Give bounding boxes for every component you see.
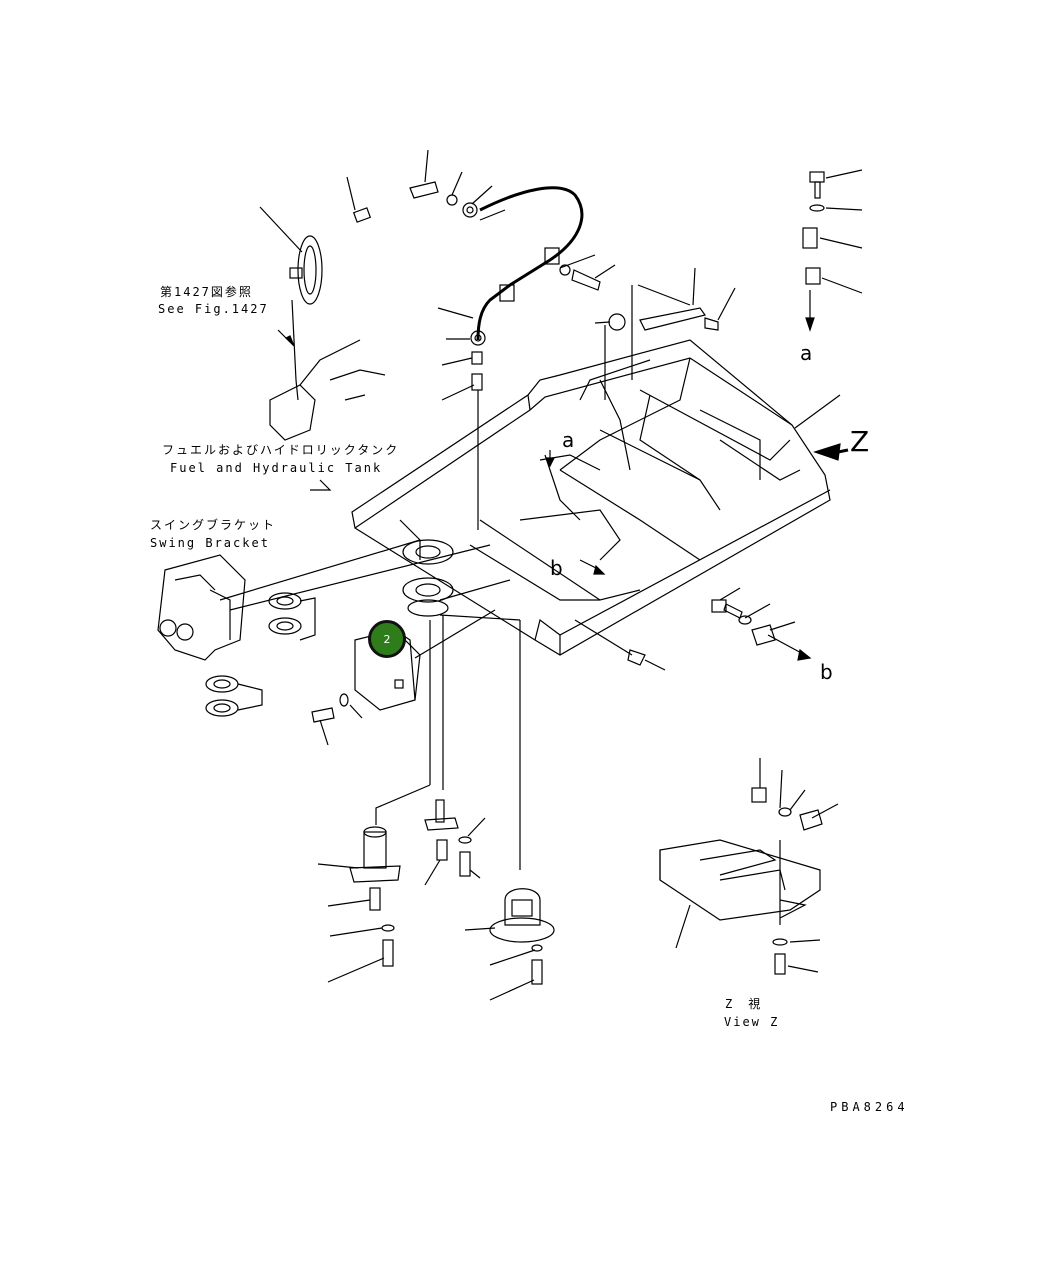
washers [205, 592, 316, 717]
pin-stack-a [794, 169, 863, 429]
cover-plate [637, 267, 736, 331]
marker-b-right: b [820, 660, 833, 684]
fuel-tank-jp: フュエルおよびハイドロリックタンク [162, 443, 400, 457]
hose-assembly [346, 149, 633, 530]
bolt-set-b [574, 587, 812, 671]
tank-bracket [269, 299, 386, 491]
fuel-tank-en: Fuel and Hydraulic Tank [170, 461, 383, 475]
see-fig-jp: 第1427図参照 [160, 285, 253, 299]
marker-a-top: a [800, 341, 813, 365]
view-z-en: View Z [724, 1015, 780, 1029]
marker-z: Z [850, 425, 870, 458]
mirror-part [259, 206, 323, 305]
marker-a-frame: a [562, 428, 575, 452]
main-frame [351, 339, 831, 656]
swing-bracket [157, 554, 246, 661]
swivel-joints [375, 539, 521, 870]
drawing-code: PBA8264 [830, 1100, 909, 1114]
view-z-jp: Z 視 [725, 997, 763, 1011]
leader-lines [219, 329, 606, 611]
part-callout-2[interactable]: 2 [368, 620, 406, 658]
lower-parts [317, 799, 555, 1001]
z-arrow [813, 443, 849, 461]
swing-bracket-en: Swing Bracket [150, 536, 270, 550]
see-fig-en: See Fig.1427 [158, 302, 269, 316]
view-z-detail [659, 758, 839, 975]
marker-b-frame: b [550, 556, 563, 580]
swing-bracket-jp: スイングブラケット [150, 518, 277, 532]
